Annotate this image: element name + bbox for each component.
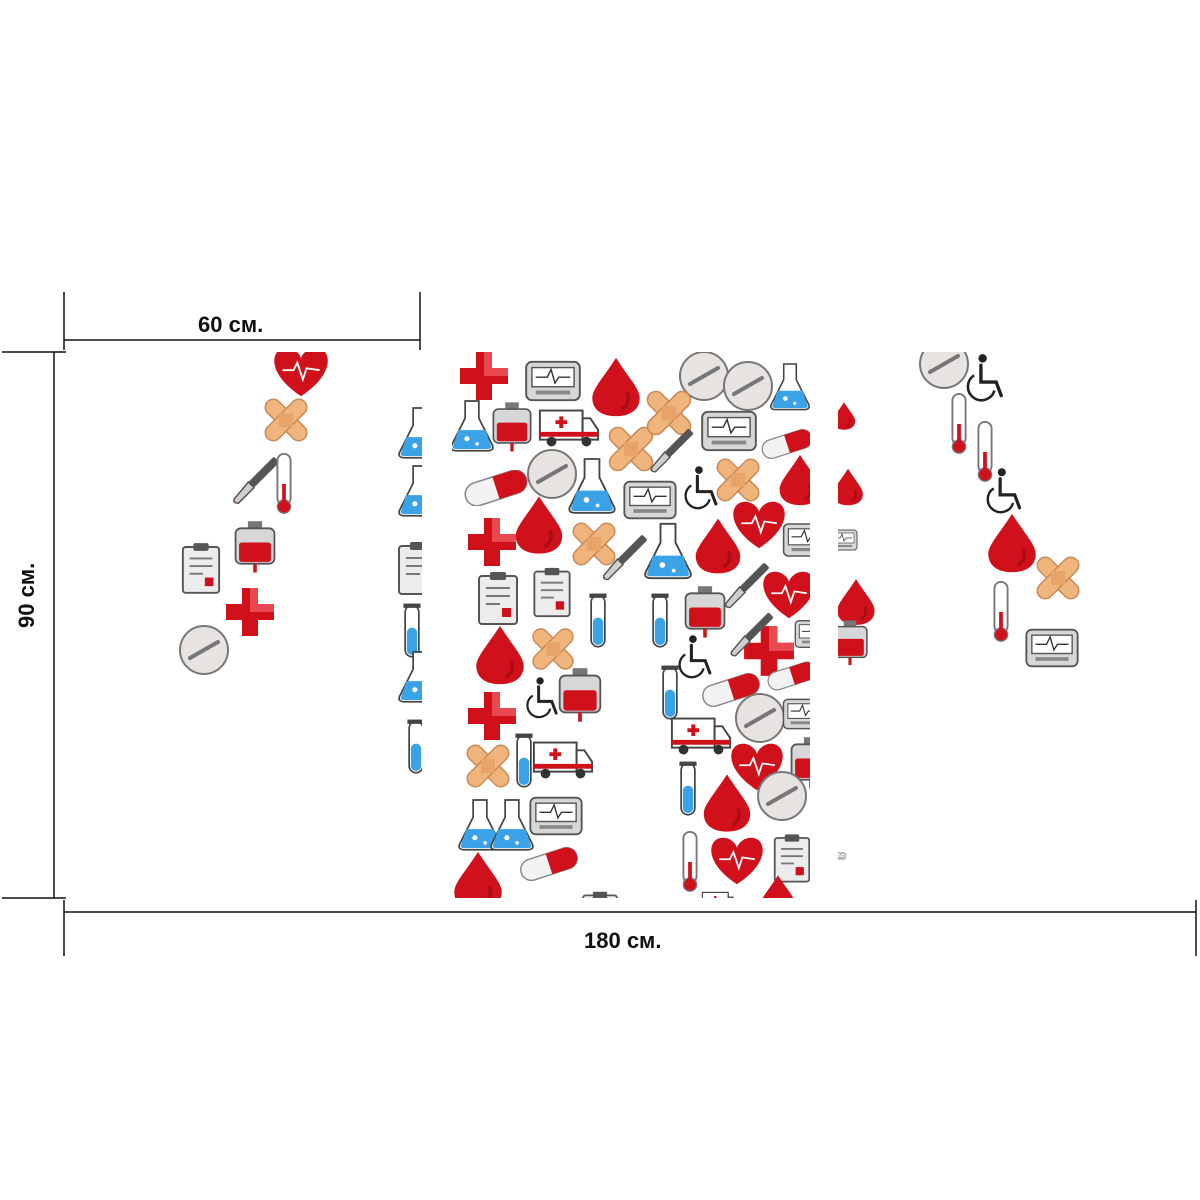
monitor-icon: [1025, 628, 1079, 668]
thermometer-icon: [977, 420, 993, 483]
thermometer-icon: [993, 580, 1009, 643]
width-label-180: 180 см.: [584, 928, 662, 953]
panel-right: [838, 352, 1196, 898]
clipboard-icon: [181, 542, 221, 594]
thermometer-icon: [951, 392, 967, 455]
thermometer-icon: [276, 452, 292, 515]
pill-icon: [178, 624, 230, 676]
dimension-lines: [2, 292, 1197, 956]
pill-icon: [918, 352, 970, 390]
width-label-60: 60 см.: [198, 312, 264, 337]
